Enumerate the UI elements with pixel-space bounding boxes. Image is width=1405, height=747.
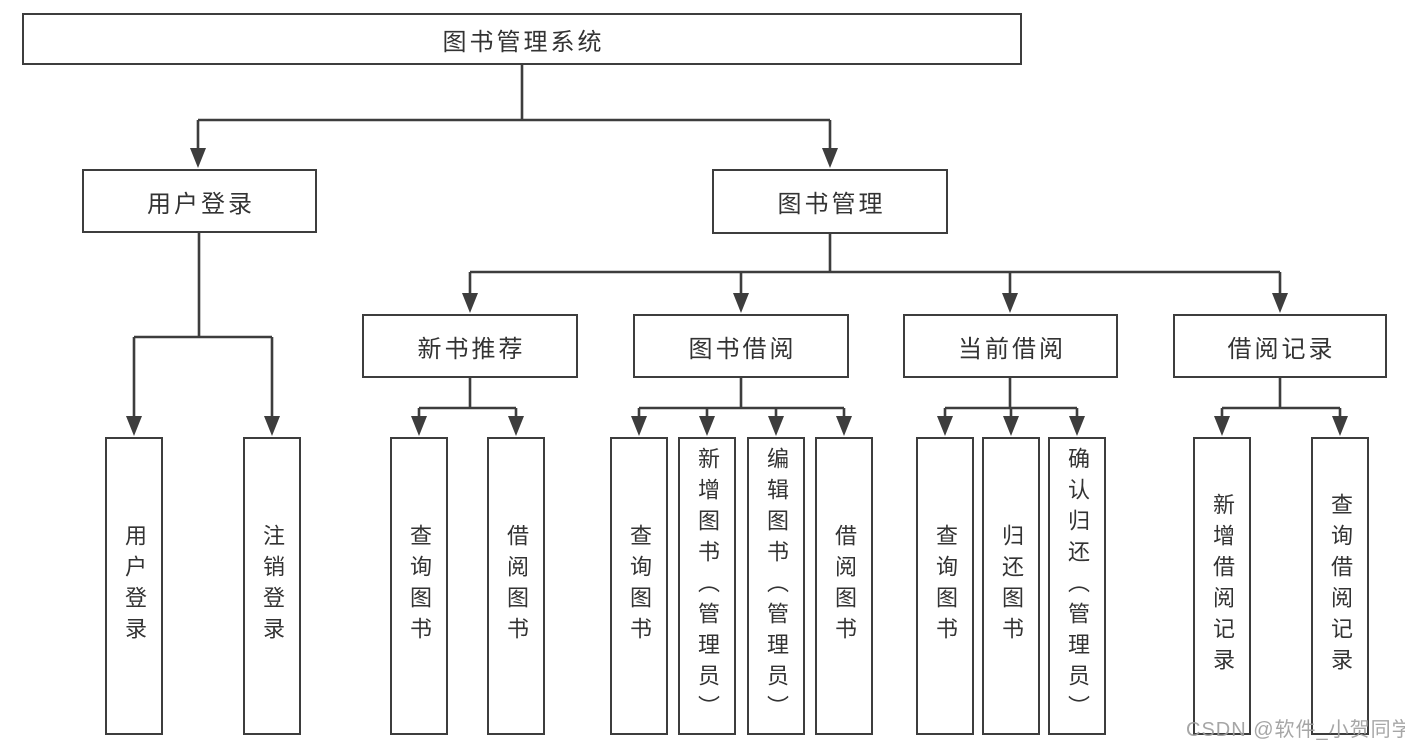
node-label: 查询图书 [407, 524, 432, 648]
node-label: 归还图书 [999, 524, 1024, 648]
node-user-login-group: 用户登录 [82, 169, 317, 233]
node-add-borrow-record: 新增借阅记录 [1193, 437, 1251, 735]
node-label: 图书管理 [777, 191, 886, 218]
node-user-login: 用户登录 [105, 437, 163, 735]
node-label: 注销登录 [260, 524, 285, 648]
node-label: 当前借阅 [958, 335, 1066, 363]
node-confirm-return-admin: 确认归还（管理员） [1048, 437, 1106, 735]
watermark-csdn: CSDN @软件_小贺同学 [1186, 719, 1405, 741]
node-label: 图书借阅 [688, 335, 797, 363]
node-label: 确认归还（管理员） [1065, 446, 1090, 726]
node-library-management-system: 图书管理系统 [22, 13, 1022, 65]
node-book-management: 图书管理 [712, 169, 948, 234]
node-return-books: 归还图书 [982, 437, 1040, 735]
node-edit-book-admin: 编辑图书（管理员） [747, 437, 805, 735]
node-label: 用户登录 [122, 524, 147, 648]
node-book-borrowing: 图书借阅 [633, 314, 849, 378]
node-label: 借阅记录 [1227, 335, 1336, 363]
node-borrowing-records: 借阅记录 [1173, 314, 1387, 378]
node-label: 编辑图书（管理员） [764, 446, 789, 726]
arrowheads [126, 148, 1348, 436]
node-add-book-admin: 新增图书（管理员） [678, 437, 736, 735]
node-borrow-books-recommend: 借阅图书 [487, 437, 545, 735]
node-new-book-recommend: 新书推荐 [362, 314, 578, 378]
node-query-books-recommend: 查询图书 [390, 437, 448, 735]
node-label: 新增借阅记录 [1210, 493, 1235, 679]
node-label: 借阅图书 [832, 524, 857, 648]
node-query-borrow-record: 查询借阅记录 [1311, 437, 1369, 735]
node-borrow-books-borrowing: 借阅图书 [815, 437, 873, 735]
node-logout: 注销登录 [243, 437, 301, 735]
node-label: 用户登录 [147, 190, 255, 218]
node-query-books-current: 查询图书 [916, 437, 974, 735]
node-label: 新增图书（管理员） [695, 446, 720, 726]
node-query-books-borrowing: 查询图书 [610, 437, 668, 735]
node-current-borrowing: 当前借阅 [903, 314, 1118, 378]
node-label: 借阅图书 [504, 524, 529, 648]
node-label: 查询图书 [627, 524, 652, 648]
node-label: 新书推荐 [417, 335, 526, 363]
node-label: 查询图书 [933, 524, 958, 648]
node-label: 查询借阅记录 [1328, 493, 1353, 679]
node-label: 图书管理系统 [442, 28, 605, 56]
